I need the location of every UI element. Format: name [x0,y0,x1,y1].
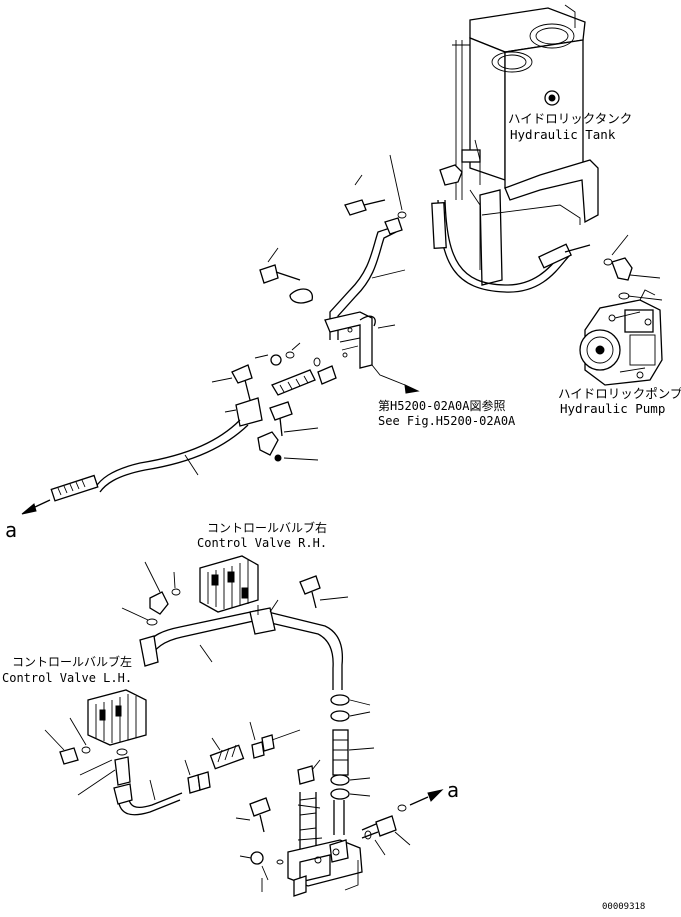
control-valve-rh-label-jp: コントロールバルブ右 [207,520,327,535]
hydraulic-pump [579,234,663,386]
drawing-number: 00009318 [602,902,645,912]
upper-piping [21,154,420,515]
see-figure-label-jp: 第H5200-02A0A図参照 [378,398,505,413]
control-valve-rh [121,555,349,626]
control-valve-lh [44,689,183,816]
reference-a-left: a [5,518,17,542]
hydraulic-pump-label-en: Hydraulic Pump [560,401,665,416]
control-valve-rh-label-en: Control Valve R.H. [197,536,327,550]
hydraulic-tank-label-en: Hydraulic Tank [510,127,616,142]
cross-tube [139,599,344,690]
hydraulic-tank [431,4,599,293]
lower-assembly [184,694,444,897]
see-figure-label-en: See Fig.H5200-02A0A [378,414,516,428]
hydraulic-pump-label-jp: ハイドロリックポンプ [558,386,681,401]
reference-a-right: a [447,778,459,802]
control-valve-lh-label-jp: コントロールバルブ左 [12,654,132,669]
hydraulic-tank-label-jp: ハイドロリックタンク [508,111,632,126]
control-valve-lh-label-en: Control Valve L.H. [2,671,132,685]
